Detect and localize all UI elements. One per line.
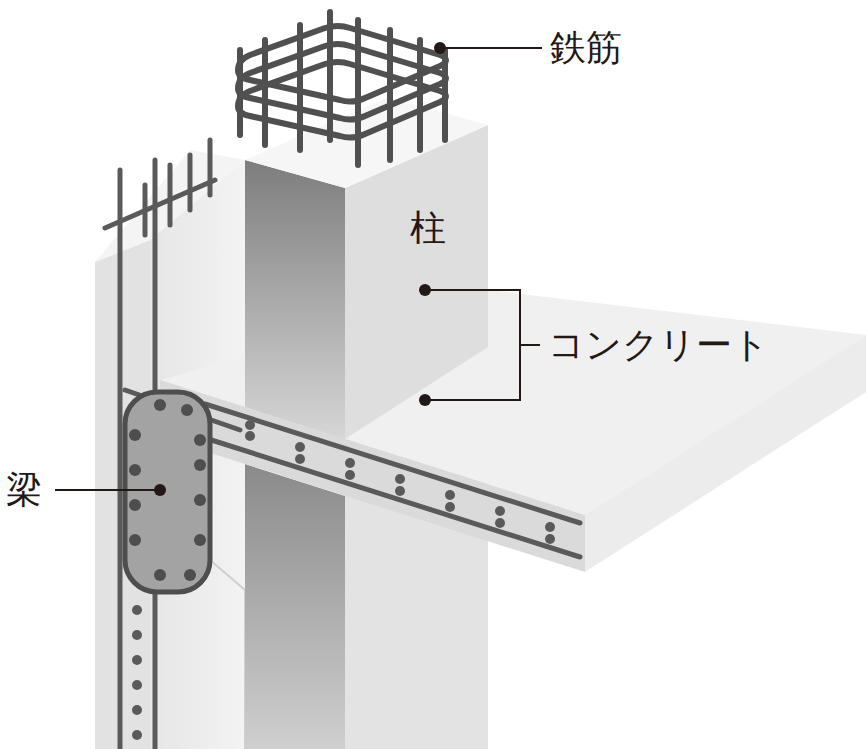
- slab-rebar-dots: [245, 420, 555, 544]
- wall-rebar-dots: [132, 605, 142, 740]
- wall-step: [210, 560, 245, 749]
- slab-rebar: [205, 404, 580, 557]
- beam-label: 梁: [6, 468, 42, 511]
- concrete-label: コンクリート: [548, 323, 769, 366]
- beam-section: [125, 392, 210, 592]
- column-rebar-cage: [238, 12, 446, 165]
- lower-column-front: [245, 464, 345, 749]
- leader-lines: [55, 48, 542, 490]
- leader-dots: [154, 42, 446, 496]
- column-top: [245, 97, 488, 188]
- column-label: 柱: [410, 206, 446, 249]
- wall-rebar: [105, 140, 240, 749]
- slab-side: [585, 335, 866, 572]
- rebar-label: 鉄筋: [550, 26, 622, 69]
- column-front: [245, 160, 345, 439]
